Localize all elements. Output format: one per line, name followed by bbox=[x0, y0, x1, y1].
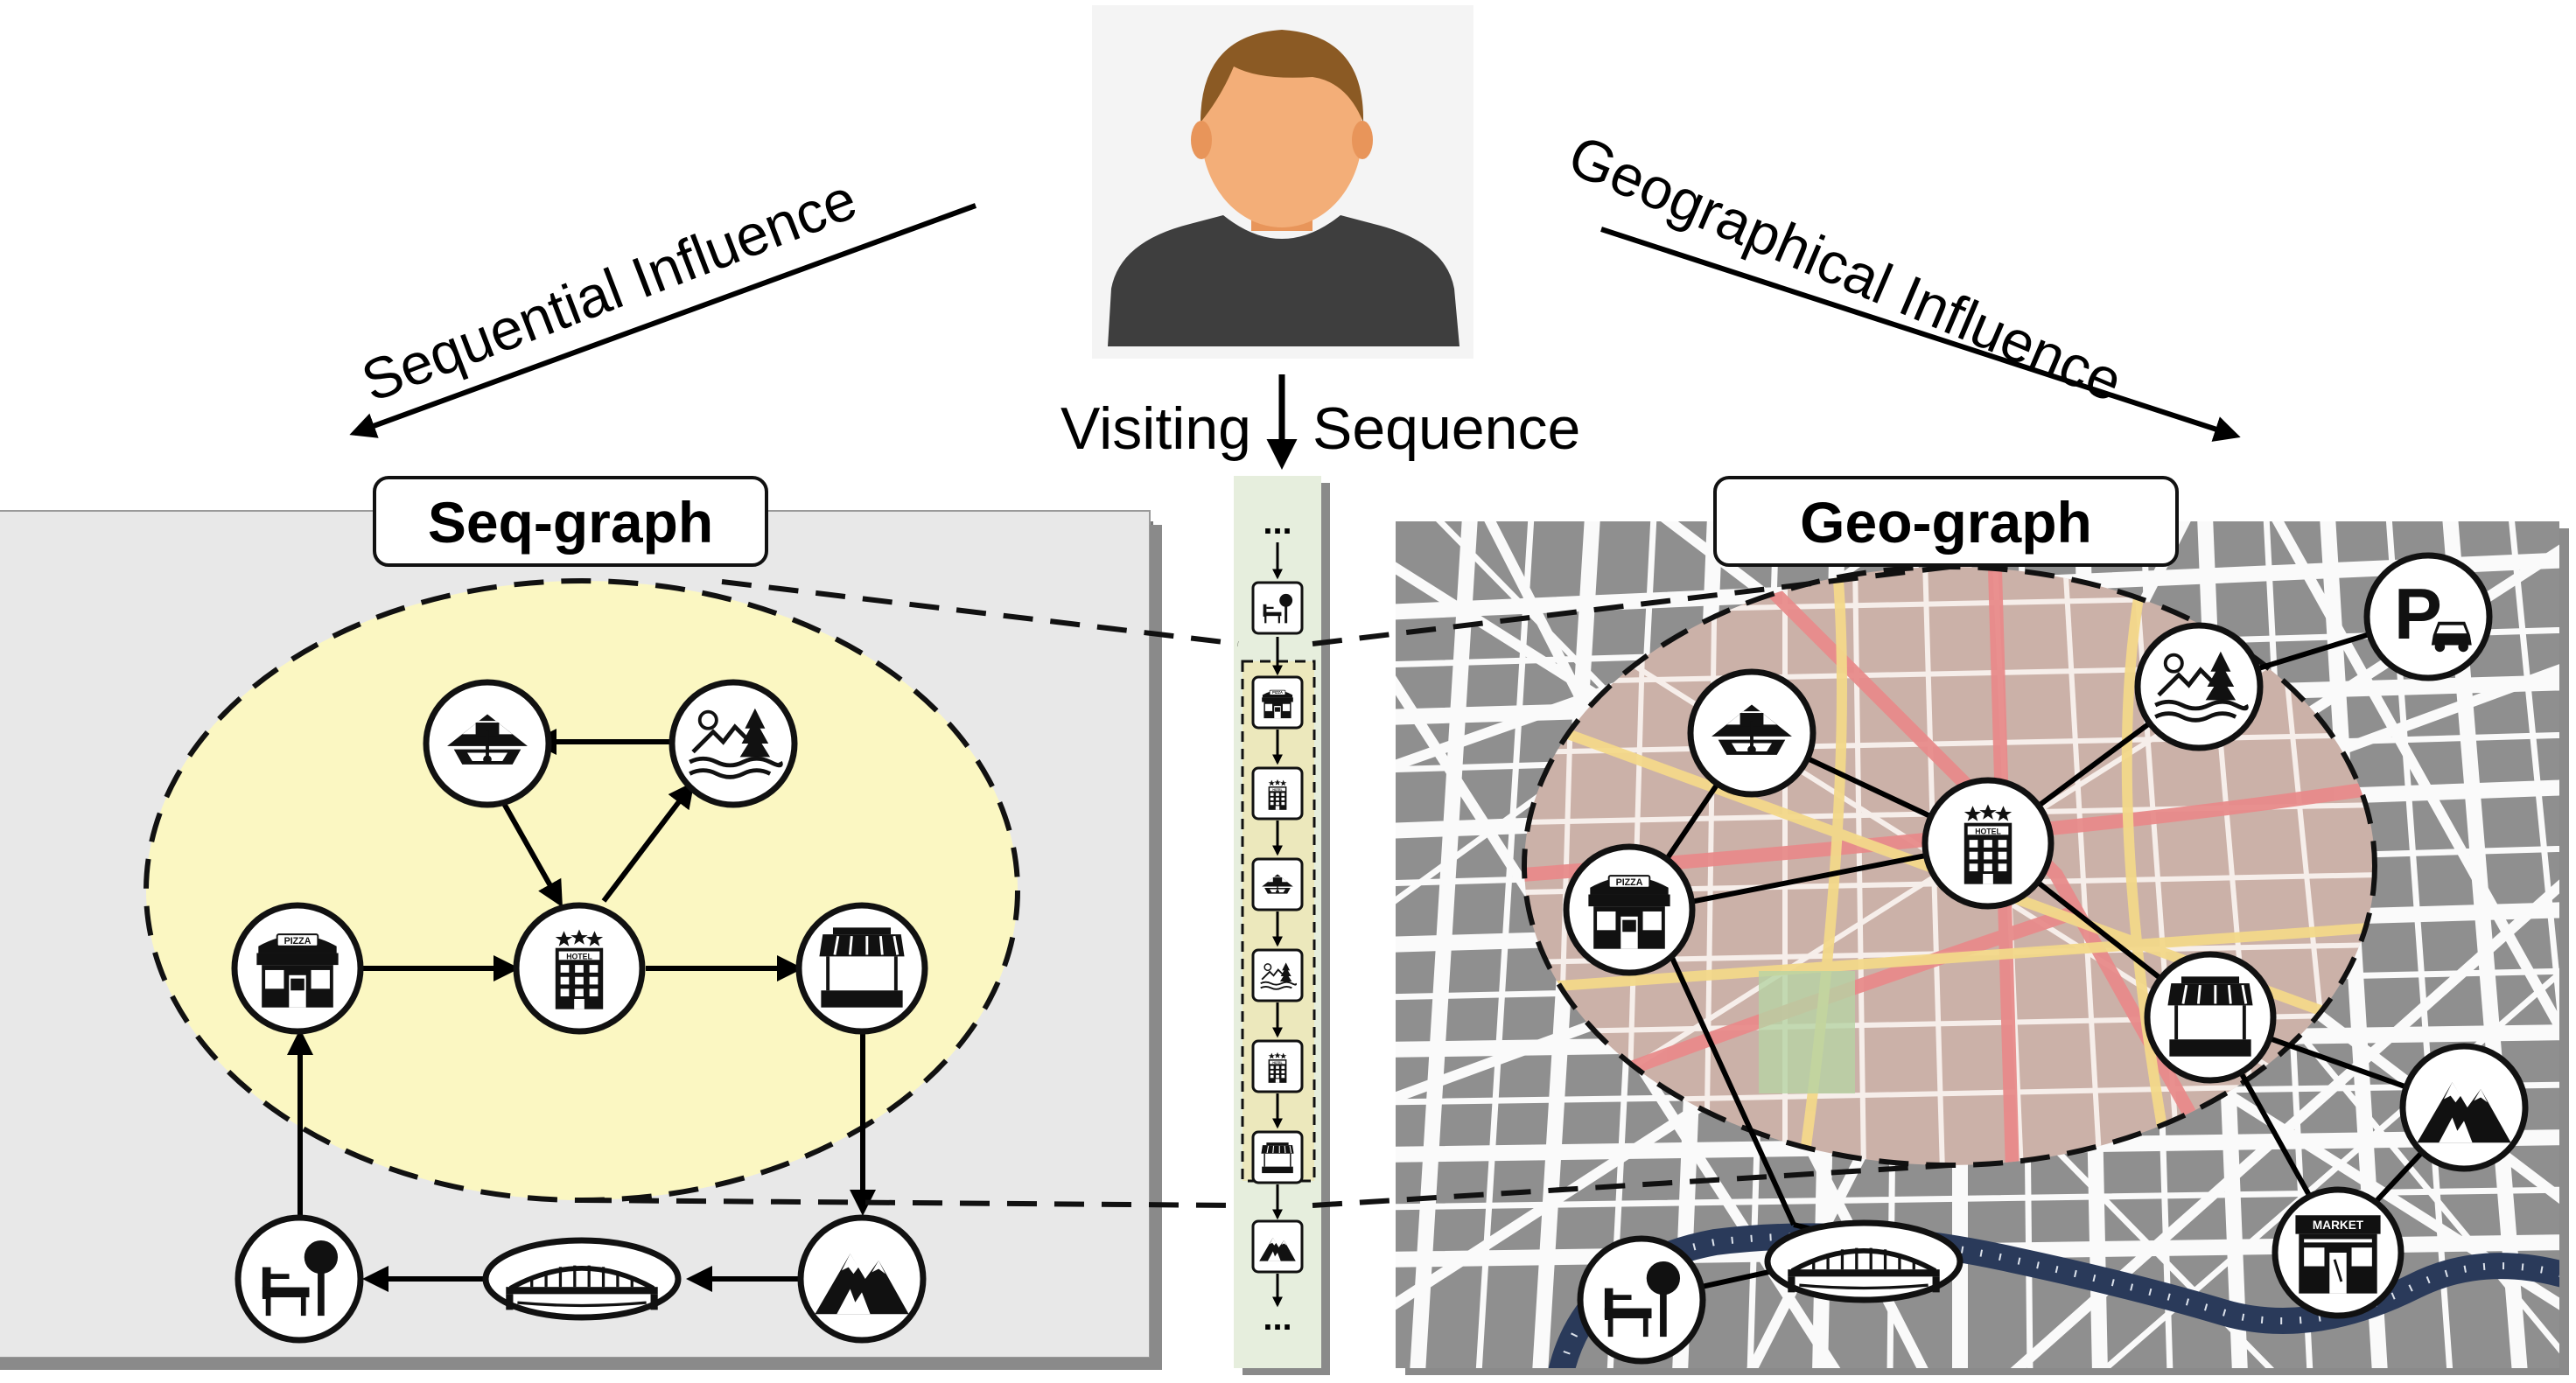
pizza-restaurant-icon bbox=[256, 933, 340, 1009]
seq-node-mountain bbox=[797, 1214, 927, 1344]
market-icon bbox=[2293, 1213, 2383, 1296]
seq-node-pizza bbox=[231, 902, 364, 1035]
geo-node-pizza bbox=[1563, 843, 1696, 976]
sequential-influence-arrow bbox=[349, 203, 977, 438]
user-avatar-icon bbox=[1092, 5, 1474, 359]
sequential-influence-label: Sequential Influence bbox=[353, 166, 864, 414]
seq-node-landscape bbox=[668, 679, 798, 808]
sequence-label: Sequence bbox=[1312, 395, 1580, 462]
geo-node-bench bbox=[1577, 1235, 1706, 1365]
geographical-influence-arrow bbox=[1600, 227, 2241, 442]
seq-graph-edges bbox=[287, 729, 876, 1292]
sequence-item-stall bbox=[1251, 1130, 1304, 1184]
pizza-restaurant-icon bbox=[1587, 875, 1671, 950]
seq-node-hotel bbox=[513, 902, 646, 1035]
visiting-sequence-strip: ... ... bbox=[1234, 476, 1330, 1375]
geo-node-observatory bbox=[1687, 668, 1816, 798]
garden-area bbox=[1759, 971, 1855, 1093]
sequence-item-hotel-2 bbox=[1251, 1039, 1304, 1093]
edge-observatory-to-hotel bbox=[496, 793, 563, 908]
sequence-item-bench bbox=[1251, 581, 1304, 635]
seq-node-bridge bbox=[482, 1237, 682, 1321]
seq-graph-region bbox=[144, 578, 1020, 1203]
sequence-item-observatory bbox=[1251, 857, 1304, 912]
sequence-item-pizza bbox=[1251, 675, 1304, 730]
geo-node-landscape bbox=[2134, 622, 2264, 751]
geo-graph-label: Geo-graph bbox=[1800, 490, 2092, 555]
seq-graph-label: Seq-graph bbox=[428, 490, 713, 555]
geographical-influence-label: Geographical Influence bbox=[1560, 122, 2132, 414]
geo-node-mountain bbox=[2399, 1043, 2529, 1172]
geo-node-parking bbox=[2363, 552, 2493, 681]
pizza-restaurant-icon bbox=[1261, 689, 1294, 719]
visiting-label: Visiting bbox=[1060, 395, 1251, 462]
zoom-connector-lines bbox=[581, 564, 1950, 1208]
seq-node-stall bbox=[795, 902, 928, 1035]
geo-node-stall bbox=[2144, 951, 2277, 1084]
seq-graph-title: Seq-graph bbox=[373, 476, 768, 567]
sequence-item-mountain bbox=[1251, 1219, 1304, 1274]
sequence-top-ellipsis: ... bbox=[1263, 503, 1292, 541]
edge-hotel-to-landscape bbox=[601, 781, 695, 903]
seq-node-bench bbox=[234, 1214, 364, 1344]
geo-node-market bbox=[2272, 1186, 2404, 1319]
sequence-item-landscape bbox=[1251, 948, 1304, 1002]
geo-node-hotel bbox=[1922, 777, 2054, 910]
geo-node-bridge bbox=[1764, 1219, 1964, 1303]
geo-graph-title: Geo-graph bbox=[1713, 476, 2179, 567]
seq-node-observatory bbox=[423, 679, 552, 808]
sequence-item-hotel bbox=[1251, 766, 1304, 821]
